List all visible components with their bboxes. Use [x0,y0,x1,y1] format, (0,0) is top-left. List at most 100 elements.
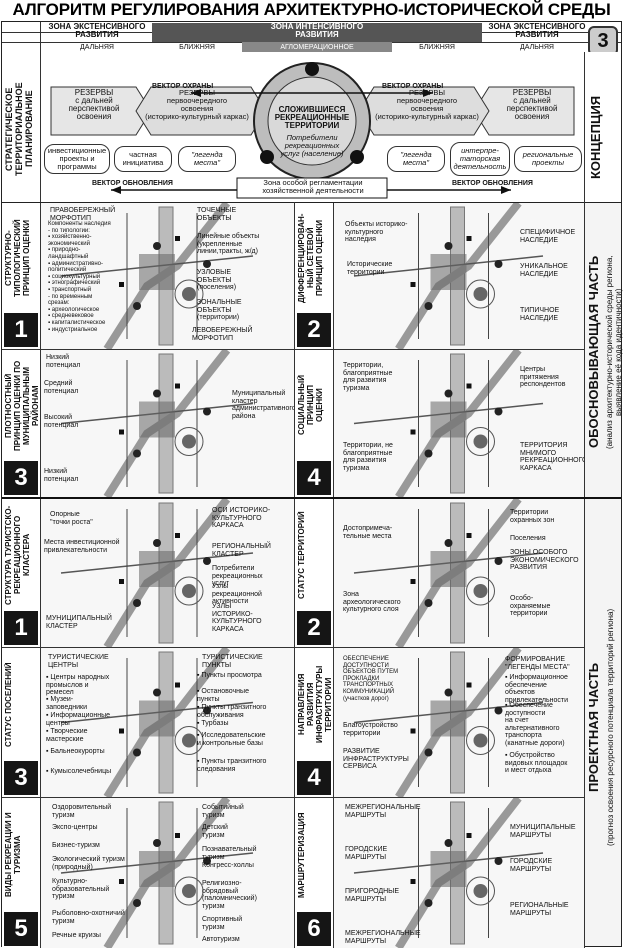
panel-density: ПЛОТНОСТНЫЙ ПРИНЦИП ОЦЕНКИ ПО МУНИЦИПАЛЬ… [2,350,294,497]
panel-label: ТОЧЕЧНЫЕ ОБЪЕКТЫ [197,207,237,222]
panel-number: 2 [297,611,331,645]
panel-label: ГОРОДСКИЕ МАРШРУТЫ [510,858,553,873]
panel-label: Объекты историко- культурного наследия [345,221,408,243]
panel-label: Узлы рекреационной активности [212,583,262,605]
panel-label: Достопримеча- тельные места [343,525,393,540]
page-title: АЛГОРИТМ РЕГУЛИРОВАНИЯ АРХИТЕКТУРНО-ИСТО… [0,0,623,39]
panel-label: ПРИГОРОДНЫЕ МАРШРУТЫ [345,888,400,903]
panel-number: 5 [4,912,38,946]
panel-label: ЗОНЫ ОСОБОГО ЭКОНОМИЧЕСКОГО РАЗВИТИЯ [510,549,579,571]
panel-number: 2 [297,313,331,347]
panel-structural-typological: СТРУКТУРНО- ТИПОЛОГИЧЕСКИЙ ПРИНЦИП ОЦЕНК… [2,203,294,349]
panel-label: Автотуризм [202,936,240,943]
panel-label: Потребители рекреационных услуг [212,565,263,587]
panel-label: Событийный туризм [202,804,244,819]
panel-label: ЛЕВОБЕРЕЖНЫЙ МОРФОТИП [192,327,253,342]
panel-label: ▪ Информационные центры [46,712,111,727]
panel-label: МЕЖРЕГИОНАЛЬНЫЕ МАРШРУТЫ [345,930,421,945]
zone-intensive: ЗОНА ИНТЕНСИВНОГО РАЗВИТИЯ [270,22,364,39]
vector-protect-left: ВЕКТОР ОХРАНЫ [152,83,214,90]
panel-label: Линейные объекты (укрепленные линии,трак… [197,233,260,255]
strategic-planning-label: СТРАТЕГИЧЕСКОЕ ТЕРРИТОРИАЛЬНОЕ ПЛАНИРОВА… [4,82,34,176]
panel-label: ▪ Остановочные пункты [197,688,249,703]
panel-title: ВИДЫ РЕКРЕАЦИИ И ТУРИЗМА [4,812,22,898]
panel-label: Конгресс-холлы [202,862,254,869]
panel-label: Места инвестиционной привлекательности [44,539,120,554]
panel-label: ▪ Творческие мастерские [46,728,88,743]
project-title: ПРОЕКТНАЯ ЧАСТЬ [586,662,601,792]
panel-label: Познавательный туризм [202,846,257,861]
panel-label: Муниципальный кластер административного … [232,390,294,420]
panel-title: НАПРАВЛЕНИЯ РАЗВИТИЯ ИНФРАСТРУКТУРЫ ТЕРР… [297,665,333,744]
schematic-map [353,203,544,349]
panel-label: МЕЖРЕГИОНАЛЬНЫЕ МАРШРУТЫ [345,804,421,819]
panel-label: РАЗВИТИЕ ИНФРАСТРУКТУРЫ СЕРВИСА [343,748,409,770]
panel-number: 3 [4,461,38,495]
panel-number: 4 [297,461,331,495]
panel-label: Территории, благоприятные для развития т… [343,362,393,392]
panel-label: ТИПИЧНОЕ НАСЛЕДИЕ [520,307,560,322]
panel-label: УНИКАЛЬНОЕ НАСЛЕДИЕ [520,263,568,278]
panel-label: СПЕЦИФИЧНОЕ НАСЛЕДИЕ [520,229,576,244]
panel-territory-status: СТАТУС ТЕРРИТОРИЙ 2 Территории охранных зо… [295,499,584,647]
justification-sub: (анализ архитектурно-исторической среды … [605,255,623,449]
panel-label: ▪ Исследовательские и контрольные базы [197,732,266,747]
vector-update-right: ВЕКТОР ОБНОВЛЕНИЯ [452,180,533,187]
vector-update-left: ВЕКТОР ОБНОВЛЕНИЯ [92,180,173,187]
panel-label: Бизнес-туризм [52,842,100,849]
panel-label: ТУРИСТИЧЕСКИЕ ЦЕНТРЫ [48,654,109,669]
panel-title: СОЦИАЛЬНЫЙ ПРИНЦИП ОЦЕНКИ [297,375,324,436]
panel-label: ПРАВОБЕРЕЖНЫЙ МОРФОТИП [50,207,116,222]
panel-label: Культурно- образовательный туризм [52,878,110,900]
schematic-map [353,350,544,497]
schematic-map [60,798,254,948]
core-band [242,42,392,52]
panel-label: Низкий потенциал [46,354,81,369]
pill-private: частная инициатива [114,146,172,172]
panel-label: ▪ Обеспечение доступности на счет альтер… [505,702,565,747]
panel-label: ОСИ ИСТОРИКО- КУЛЬТУРНОГО КАРКАСА [212,507,271,529]
panel-title: СТАТУС ПОСЕЛЕНИЙ [4,662,13,747]
panel-label: Спортивный туризм [202,916,243,931]
panel-label: ▪ Кумысолечебницы [46,768,112,775]
panel-social: СОЦИАЛЬНЫЙ ПРИНЦИП ОЦЕНКИ 4 Территории, бл… [295,350,584,497]
panel-label: Детский туризм [202,824,228,839]
reserves-far-right: РЕЗЕРВЫ с дальней перспективой освоения [506,88,558,121]
poster-sheet: ЗОНА ЭКСТЕНСИВНОГО РАЗВИТИЯ ЗОНА ИНТЕНСИ… [1,21,623,948]
panel-number: 3 [4,761,38,795]
panel-label: Особо- охраняемые территории [510,595,551,617]
pill-investment: инвестиционные проекты и программы [44,144,110,174]
panel-title: СТРУКТУРА ТУРИСТСКО- РЕКРЕАЦИОННОГО КЛАС… [4,505,31,605]
panel-label: МУНИЦИПАЛЬНЫЙ КЛАСТЕР [46,615,112,630]
panel-number: 4 [297,761,331,795]
pill-legend-right: "легенда места" [387,146,445,172]
panel-title: МАРШРУТЕРИЗАЦИЯ [297,812,306,898]
zone-extensive-right: ЗОНА ЭКСТЕНСИВНОГО РАЗВИТИЯ [488,22,586,39]
panel-label: РЕГИОНАЛЬНЫЙ КЛАСТЕР [212,543,271,558]
panel-label: Религиозно- обрядовый (паломнический) ту… [202,880,257,910]
panel-label: Благоустройство территории [343,722,398,737]
panel-label: УЗЛЫ ИСТОРИКО- КУЛЬТУРНОГО КАРКАСА [212,603,262,633]
panel-label: ▪ Пункты транзитного следования [197,758,267,773]
panel-label: ТЕРРИТОРИЯ МНИМОГО РЕКРЕАЦИОННОГО КАРКАС… [520,442,584,472]
pill-regional: региональные проекты [514,146,582,172]
reserves-first-left: РЕЗЕРВЫ первоочередного освоения (истори… [145,88,249,121]
panel-label: Высокий потенциал [44,414,79,429]
zone-intensive-band [152,23,482,42]
panel-label: УЗЛОВЫЕ ОБЪЕКТЫ (поселения) [197,269,237,291]
concept-label: КОНЦЕПЦИЯ [588,95,603,179]
panel-title: СТАТУС ТЕРРИТОРИЙ [297,511,306,599]
panel-label: Компоненты наследия - по типологии: ▪ хо… [48,221,111,333]
core-territories: СЛОЖИВШИЕСЯ РЕКРЕАЦИОННЫЕ ТЕРРИТОРИИ [274,105,350,130]
panel-label: Территории охранных зон [510,509,555,524]
panel-label: Экологический туризм (природный) [52,856,125,871]
panel-label: Низкий потенциал [44,468,79,483]
pill-interpretive: интерпре- таторская деятельность [450,142,510,176]
schematic-map [60,499,254,647]
panel-label: ▪ Музеи- заповедники [46,696,87,711]
schematic-map [353,648,544,797]
panel-label: Зона археологического культурного слоя [343,591,401,613]
